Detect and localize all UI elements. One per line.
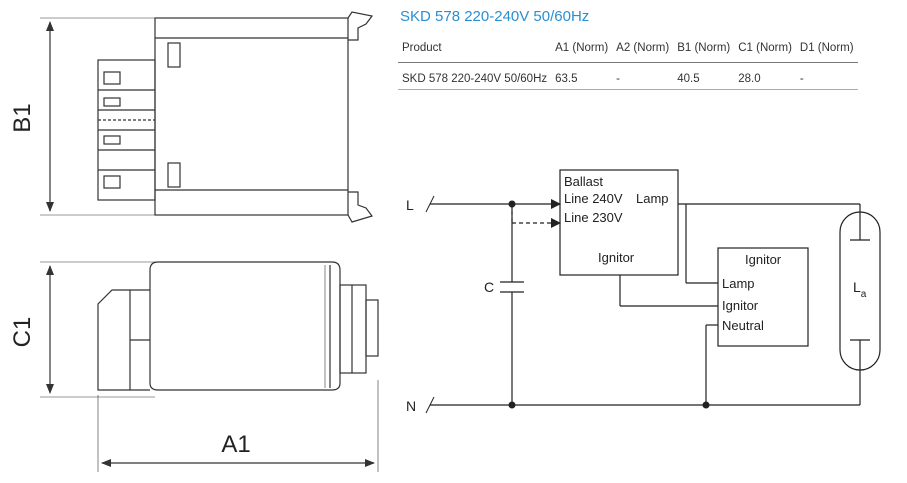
lamp-label: La	[853, 279, 867, 300]
dimension-drawings: B1 C1 A1	[9, 11, 379, 472]
ballast-line-230: Line 230V	[564, 210, 623, 225]
line-label: L	[406, 197, 414, 213]
b1-dimension-label: B1	[9, 103, 36, 132]
lamp-label-sub: a	[861, 289, 867, 300]
side-view-drawing	[40, 261, 379, 472]
neutral-label: N	[406, 398, 416, 414]
junction-dot	[702, 401, 710, 409]
spec-cell-product: SKD 578 220-240V 50/60Hz	[402, 73, 548, 85]
spec-header-d1: D1 (Norm)	[799, 42, 854, 54]
wiring-diagram: L N C Ballast Line 240V Line 230V Lamp I…	[406, 169, 881, 414]
product-title: SKD 578 220-240V 50/60Hz	[400, 8, 590, 25]
ballast-line-240: Line 240V	[564, 191, 623, 206]
ignitor-ignitor: Ignitor	[722, 298, 759, 313]
ignitor-title: Ignitor	[745, 252, 782, 267]
spec-table: Product A1 (Norm) A2 (Norm) B1 (Norm) C1…	[398, 36, 858, 90]
ballast-box	[559, 169, 679, 276]
c1-dimension-label: C1	[9, 317, 36, 348]
ballast-title: Ballast	[564, 174, 603, 189]
table-row: SKD 578 220-240V 50/60Hz 63.5 - 40.5 28.…	[398, 63, 858, 90]
spec-header-a2: A2 (Norm)	[616, 42, 670, 54]
spec-header-b1: B1 (Norm)	[677, 42, 731, 54]
lamp-label-main: L	[853, 279, 861, 295]
spec-cell-d1: -	[799, 73, 804, 85]
ignitor-box	[717, 247, 809, 347]
spec-header-a1: A1 (Norm)	[555, 42, 609, 54]
ignitor-lamp: Lamp	[722, 276, 755, 291]
top-view-drawing	[40, 11, 374, 223]
ballast-ignitor: Ignitor	[598, 250, 635, 265]
spec-cell-a1: 63.5	[555, 73, 578, 85]
junction-dot	[508, 401, 516, 409]
spec-cell-a2: -	[616, 73, 621, 85]
a1-dimension-label: A1	[221, 431, 250, 458]
spec-cell-c1: 28.0	[738, 73, 761, 85]
ignitor-neutral: Neutral	[722, 318, 764, 333]
capacitor-label: C	[484, 279, 494, 295]
spec-cell-b1: 40.5	[677, 73, 700, 85]
spec-table-header-row: Product A1 (Norm) A2 (Norm) B1 (Norm) C1…	[398, 36, 858, 63]
spec-header-product: Product	[402, 42, 442, 54]
junction-dot	[508, 200, 516, 208]
ballast-lamp: Lamp	[636, 191, 669, 206]
spec-header-c1: C1 (Norm)	[738, 42, 792, 54]
